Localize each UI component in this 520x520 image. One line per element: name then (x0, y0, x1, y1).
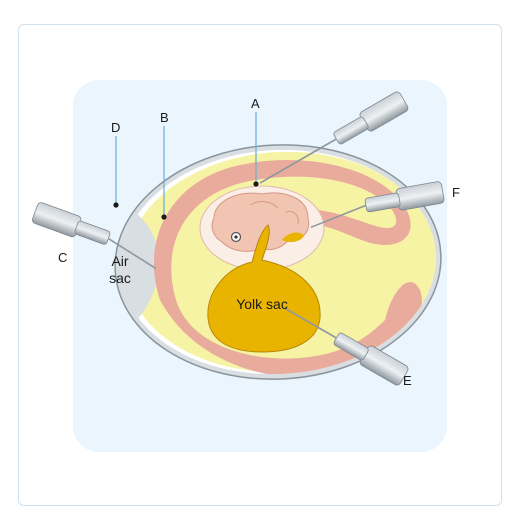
needle-a (259, 91, 409, 184)
air-sac-label-line1: Air (111, 253, 129, 269)
label-c: C (58, 250, 68, 265)
label-e: E (403, 373, 412, 388)
leader-d-dot (113, 202, 119, 208)
needle-f (310, 181, 445, 229)
leader-b-dot (161, 214, 167, 220)
air-sac-label: Air sac (102, 253, 138, 287)
label-d: D (111, 120, 121, 135)
leader-a-dot (253, 181, 259, 187)
label-f: F (452, 185, 460, 200)
needle-e (284, 307, 409, 386)
yolk-sac-label: Yolk sac (236, 296, 288, 312)
needle-c (32, 202, 157, 270)
yolk-sac (207, 224, 321, 353)
label-b: B (160, 110, 169, 125)
embryo-fold (249, 201, 279, 209)
label-a: A (251, 96, 260, 111)
embryo-limb (285, 211, 299, 225)
embryo-pupil (234, 235, 238, 239)
air-sac-label-line2: sac (109, 270, 131, 286)
allantois-stalk (282, 232, 304, 243)
